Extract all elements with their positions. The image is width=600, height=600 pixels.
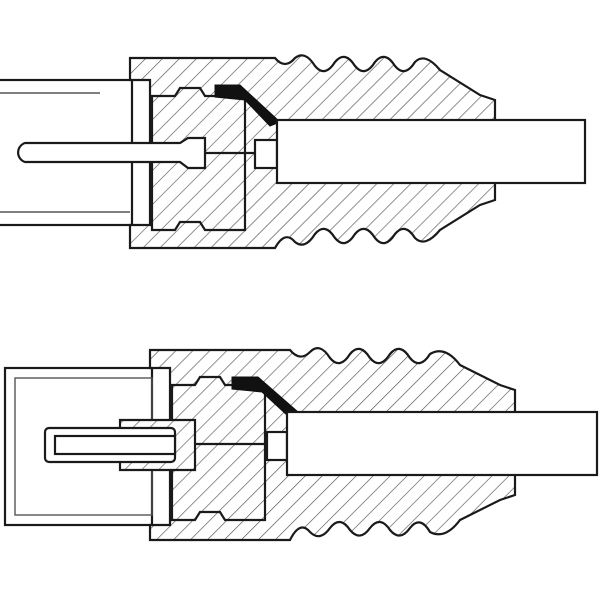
connector-bottom bbox=[3, 347, 599, 542]
seal-ring bbox=[214, 84, 281, 127]
center-socket bbox=[43, 418, 289, 472]
insulator-insert bbox=[170, 375, 267, 522]
cable bbox=[275, 118, 587, 185]
connector-top bbox=[0, 54, 587, 250]
cable bbox=[285, 410, 599, 477]
center-pin bbox=[17, 136, 279, 170]
